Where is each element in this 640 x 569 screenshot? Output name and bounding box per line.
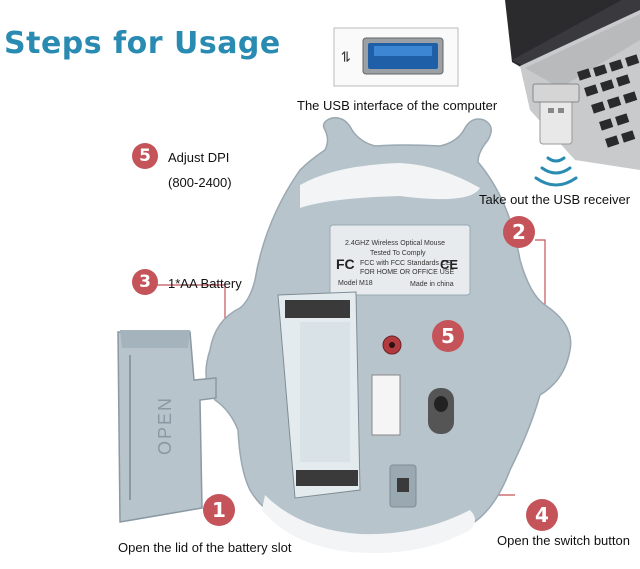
open-switch-caption: Open the switch button <box>497 533 630 548</box>
mouse-label-line1: 2.4GHZ Wireless Optical Mouse <box>345 240 445 247</box>
adjust-dpi-caption: Adjust DPI <box>168 150 229 165</box>
page-title: Steps for Usage <box>4 26 281 61</box>
usb-interface-caption: The USB interface of the computer <box>297 98 497 113</box>
step-5-badge: 5 <box>132 143 158 169</box>
open-lid-caption: Open the lid of the battery slot <box>118 540 291 555</box>
usb-receiver-image <box>533 84 579 144</box>
fcc-logo-icon: FC <box>336 256 355 272</box>
mouse-label-line2: Tested To Comply <box>370 250 426 257</box>
step-5-dpi-button-badge: 5 <box>432 320 464 352</box>
step-4-badge: 4 <box>526 499 558 531</box>
step-3-badge: 3 <box>132 269 158 295</box>
mouse-label-line4: FOR HOME OR OFFICE USE <box>360 269 454 276</box>
mouse-label-model: Model M18 <box>338 280 373 287</box>
mouse-body-image <box>206 118 571 553</box>
step-2-badge: 2 <box>503 216 535 248</box>
mouse-label-line3: FCC with FCC Standards CE <box>360 260 451 267</box>
dpi-range-caption: (800-2400) <box>168 175 232 190</box>
battery-caption: 1*AA Battery <box>168 276 242 291</box>
usb-icon: ⇌ <box>337 51 354 63</box>
mouse-label-made-in: Made in china <box>410 281 454 288</box>
step-1-badge: 1 <box>203 494 235 526</box>
lid-open-text: OPEN <box>155 396 176 455</box>
wireless-signal-icon <box>536 158 576 185</box>
take-out-receiver-caption: Take out the USB receiver <box>479 192 630 207</box>
